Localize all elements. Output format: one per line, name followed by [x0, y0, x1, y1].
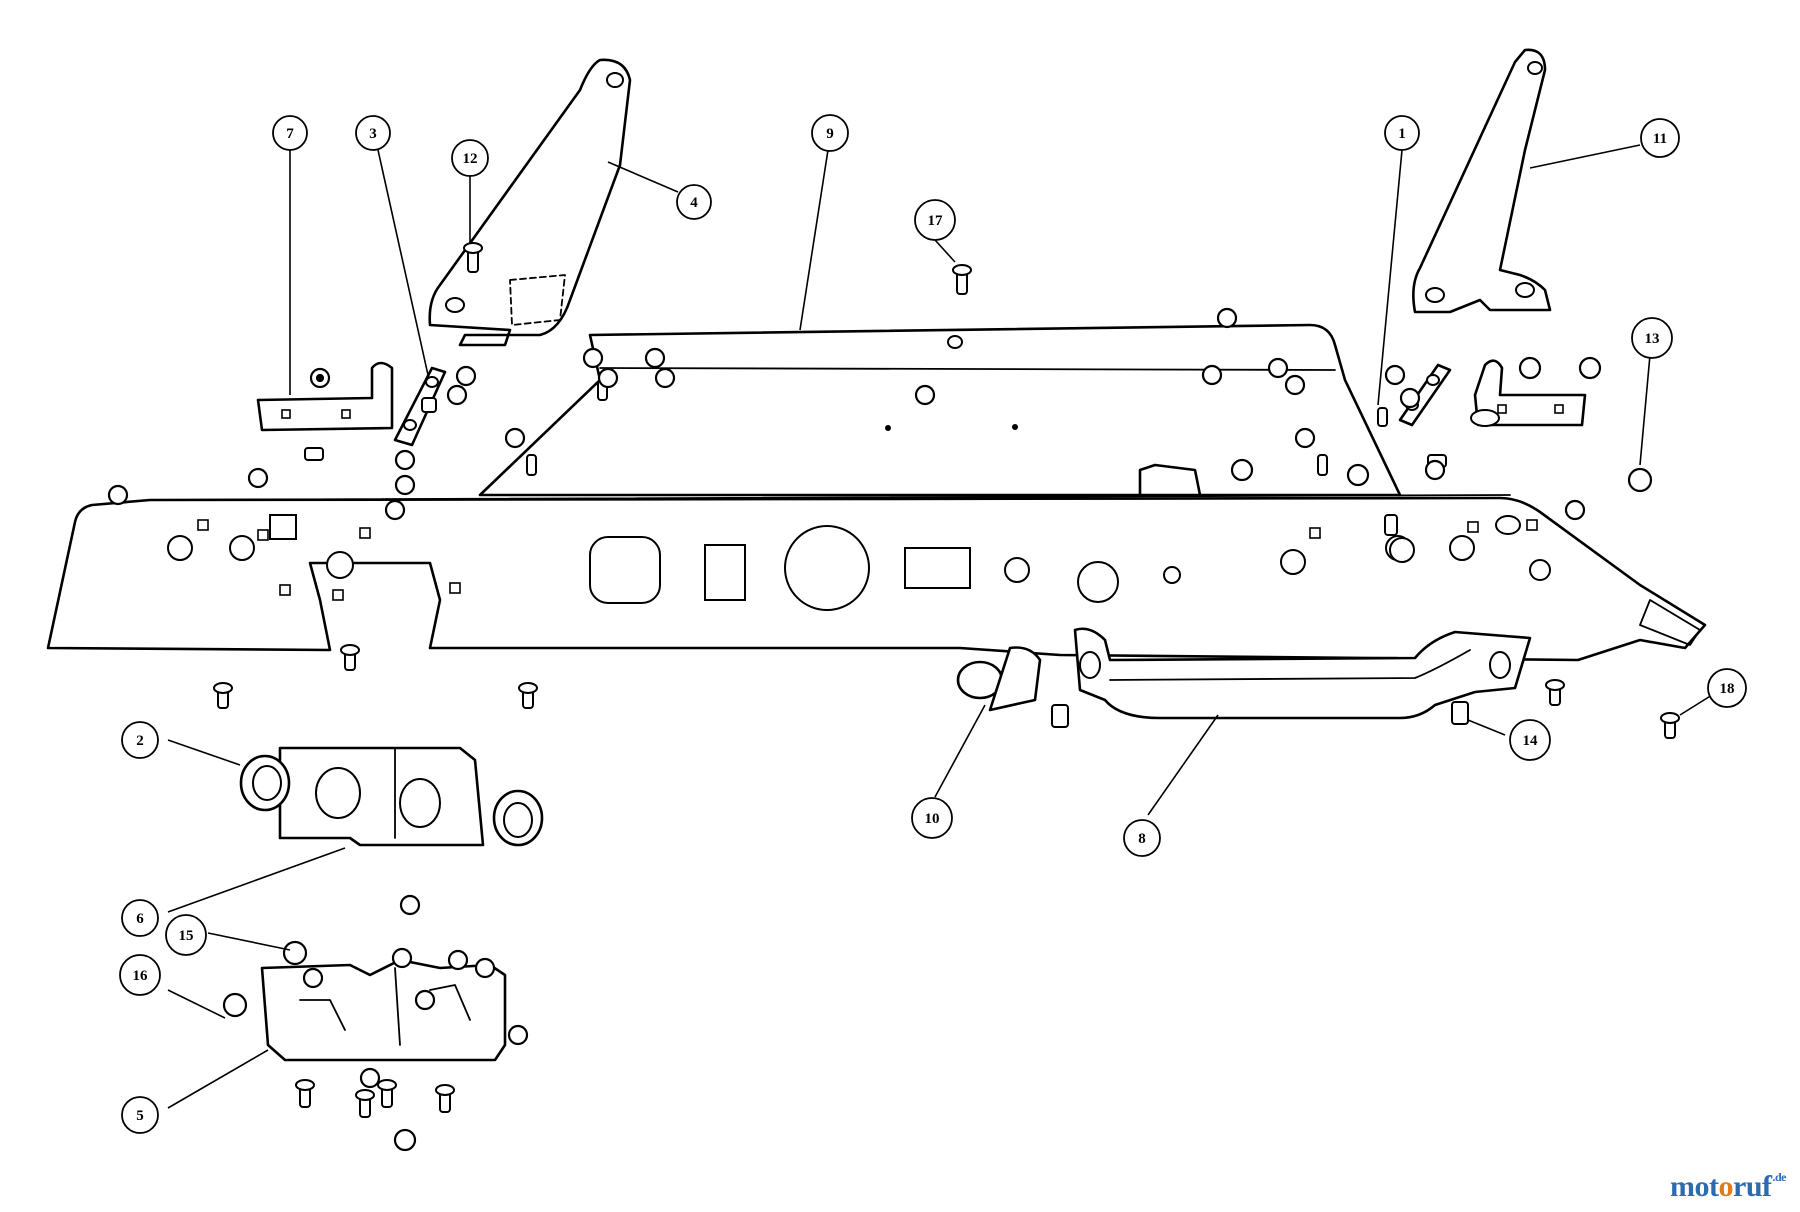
svg-text:7: 7	[286, 126, 294, 142]
bushing-right	[492, 789, 544, 847]
callout-17: 17	[914, 199, 956, 241]
callout-18: 18	[1707, 668, 1747, 708]
svg-text:10: 10	[925, 811, 940, 827]
callout-8: 8	[1123, 819, 1161, 857]
callout-1: 1	[1384, 115, 1420, 151]
rear-panel-part-9	[478, 323, 1402, 497]
svg-text:6: 6	[136, 911, 144, 927]
callout-6: 6	[121, 899, 159, 937]
svg-text:4: 4	[690, 195, 698, 211]
callout-16: 16	[119, 954, 161, 996]
bushing-part-2	[239, 754, 291, 812]
callout-2: 2	[121, 721, 159, 759]
svg-text:11: 11	[1653, 131, 1667, 147]
callout-9: 9	[811, 114, 849, 152]
svg-text:16: 16	[133, 968, 149, 984]
callout-13: 13	[1631, 317, 1673, 359]
watermark-logo: motoruf.de	[1670, 1170, 1786, 1204]
watermark-tld: .de	[1772, 1170, 1787, 1184]
callout-3: 3	[355, 115, 391, 151]
watermark-part3: ruf	[1733, 1170, 1772, 1203]
callout-4: 4	[676, 184, 712, 220]
callout-12: 12	[451, 139, 489, 177]
cap-part-10	[956, 646, 1042, 712]
bracket-part-7	[256, 361, 394, 432]
callout-5: 5	[121, 1096, 159, 1134]
svg-text:17: 17	[928, 213, 944, 229]
svg-text:2: 2	[136, 733, 144, 749]
svg-text:14: 14	[1523, 733, 1539, 749]
handle-part-8	[1073, 627, 1532, 720]
main-panel	[46, 494, 1707, 662]
plate-part-3	[393, 366, 447, 447]
bracket-part-11	[1412, 48, 1552, 314]
callouts: 1 2 3 4 5 6 7 8	[119, 114, 1747, 1134]
svg-text:12: 12	[463, 151, 478, 167]
svg-text:3: 3	[369, 126, 377, 142]
svg-text:9: 9	[826, 126, 834, 142]
svg-text:5: 5	[136, 1108, 144, 1124]
leader-lines	[167, 144, 1721, 1109]
bracket-part-4	[428, 58, 632, 347]
svg-text:15: 15	[179, 928, 194, 944]
callout-11: 11	[1640, 118, 1680, 158]
bracket-right	[1473, 359, 1587, 427]
svg-text:18: 18	[1720, 681, 1735, 697]
callout-15: 15	[165, 914, 207, 956]
callout-7: 7	[272, 115, 308, 151]
bracket-part-5	[260, 958, 507, 1062]
callout-14: 14	[1509, 719, 1551, 761]
watermark-part1: mot	[1670, 1170, 1719, 1203]
svg-text:13: 13	[1645, 331, 1660, 347]
svg-text:8: 8	[1138, 831, 1146, 847]
watermark-part2: o	[1718, 1170, 1734, 1203]
callout-10: 10	[911, 797, 953, 839]
fasteners	[107, 242, 1680, 1152]
bracket-part-6	[278, 746, 485, 847]
svg-text:1: 1	[1398, 126, 1406, 142]
